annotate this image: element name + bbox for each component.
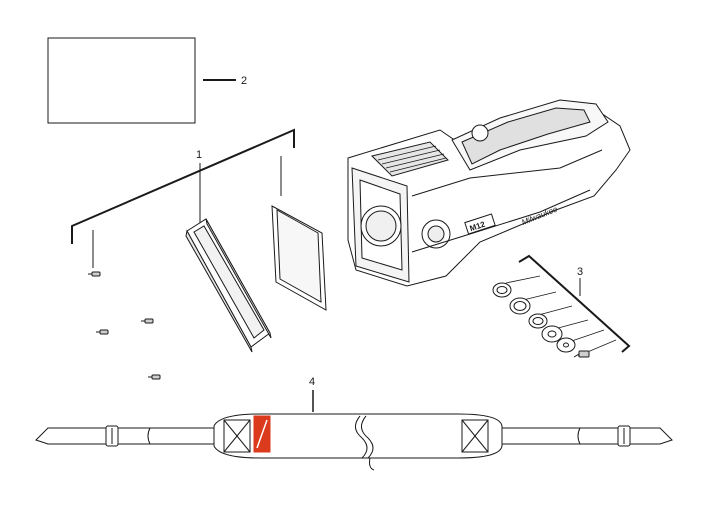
hardware-kit-part: 3 xyxy=(492,254,631,358)
shoulder-strap-part: 4 xyxy=(35,376,673,471)
buckle-icon xyxy=(617,425,631,447)
lens-bezel-part xyxy=(185,218,272,353)
callout-3: 3 xyxy=(577,266,583,278)
screw-icon xyxy=(96,329,109,335)
screw-icon xyxy=(88,271,101,277)
label-plate-part: 2 xyxy=(47,37,247,124)
screw-icon xyxy=(141,318,154,324)
callout-1: 1 xyxy=(196,149,202,161)
work-light-body: M12 Milwaukee xyxy=(347,99,631,287)
screw-icon xyxy=(573,350,590,358)
callout-1-group: 1 xyxy=(71,128,295,268)
lens-cover-part xyxy=(271,205,327,311)
buckle-icon xyxy=(105,425,119,447)
callout-4: 4 xyxy=(309,376,315,388)
callout-2: 2 xyxy=(241,75,247,87)
screws-left xyxy=(88,271,161,380)
screw-icon xyxy=(148,374,161,380)
